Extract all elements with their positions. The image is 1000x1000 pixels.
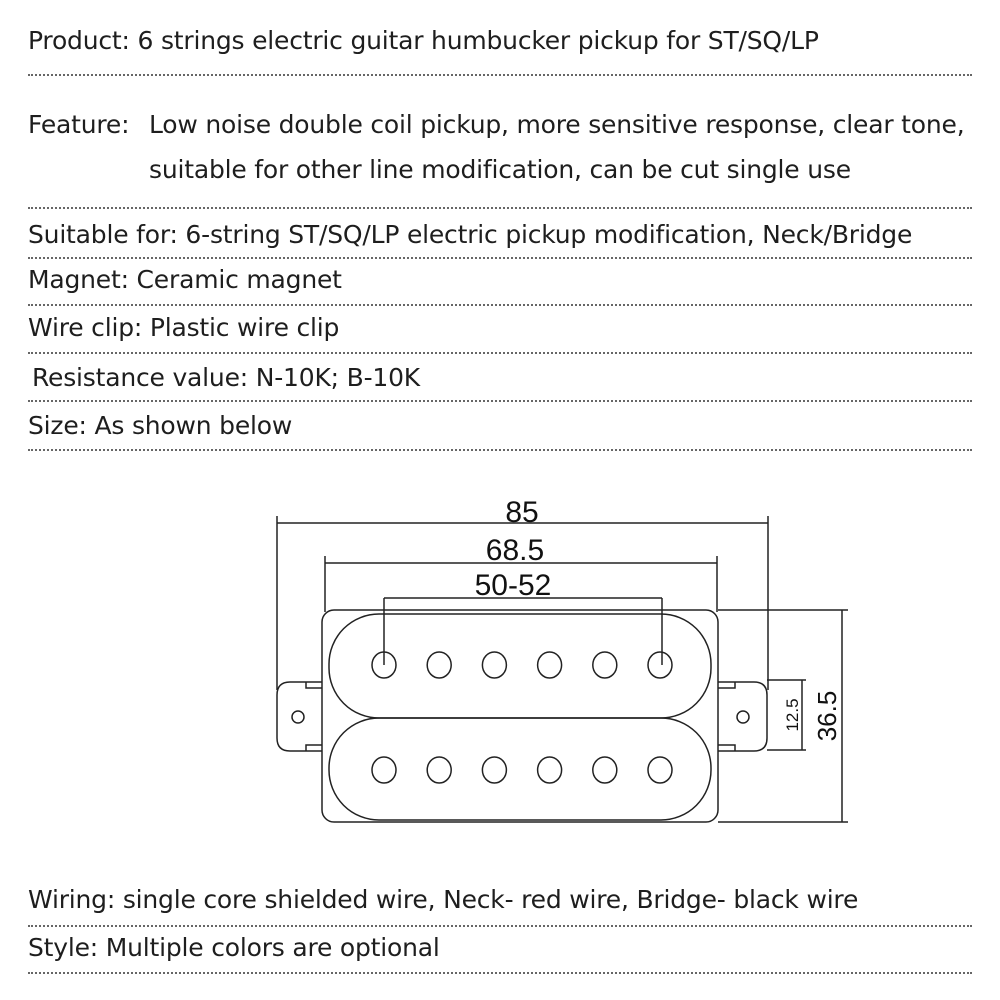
- dim-50-label: 50-52: [475, 569, 552, 602]
- dim-12-label: 12.5: [783, 698, 802, 731]
- divider: [28, 257, 972, 259]
- wiring-line: Wiring: single core shielded wire, Neck-…: [28, 885, 859, 914]
- pole-piece: [536, 756, 563, 784]
- divider: [28, 449, 972, 451]
- pole-piece: [481, 651, 508, 679]
- right-mounting-tab: [718, 681, 768, 752]
- style-line: Style: Multiple colors are optional: [28, 933, 440, 962]
- feature-label: Feature:: [28, 110, 130, 139]
- pole-piece: [647, 756, 673, 784]
- feature-line-1: Low noise double coil pickup, more sensi…: [149, 110, 965, 139]
- pole-piece: [481, 756, 508, 784]
- suitable-line: Suitable for: 6-string ST/SQ/LP electric…: [28, 220, 913, 249]
- product-line: Product: 6 strings electric guitar humbu…: [28, 26, 819, 55]
- resistance-line: Resistance value: N-10K; B-10K: [32, 363, 420, 392]
- divider: [28, 304, 972, 306]
- divider: [28, 352, 972, 354]
- wire-clip-line: Wire clip: Plastic wire clip: [28, 313, 340, 342]
- neck-coil: [328, 613, 712, 719]
- divider: [28, 972, 972, 974]
- left-screw-hole: [291, 710, 305, 724]
- pole-piece: [371, 651, 397, 679]
- pickup-base: [321, 609, 719, 823]
- feature-line-2: suitable for other line modification, ca…: [149, 155, 851, 184]
- left-mounting-tab: [276, 681, 322, 752]
- pole-piece: [426, 651, 452, 679]
- divider: [28, 74, 972, 76]
- pole-piece: [371, 756, 397, 784]
- pole-piece: [536, 651, 563, 679]
- divider: [28, 400, 972, 402]
- pole-piece: [647, 651, 673, 679]
- magnet-line: Magnet: Ceramic magnet: [28, 265, 342, 294]
- pole-piece: [426, 756, 452, 784]
- pole-piece: [592, 756, 618, 784]
- size-line: Size: As shown below: [28, 411, 293, 440]
- divider: [28, 925, 972, 927]
- pole-piece: [592, 651, 618, 679]
- dim-85-label: 85: [505, 496, 538, 529]
- divider: [28, 207, 972, 209]
- dim-36-label: 36.5: [812, 691, 842, 742]
- bridge-coil: [328, 717, 712, 821]
- dim-68-label: 68.5: [486, 534, 544, 567]
- right-screw-hole: [736, 710, 750, 724]
